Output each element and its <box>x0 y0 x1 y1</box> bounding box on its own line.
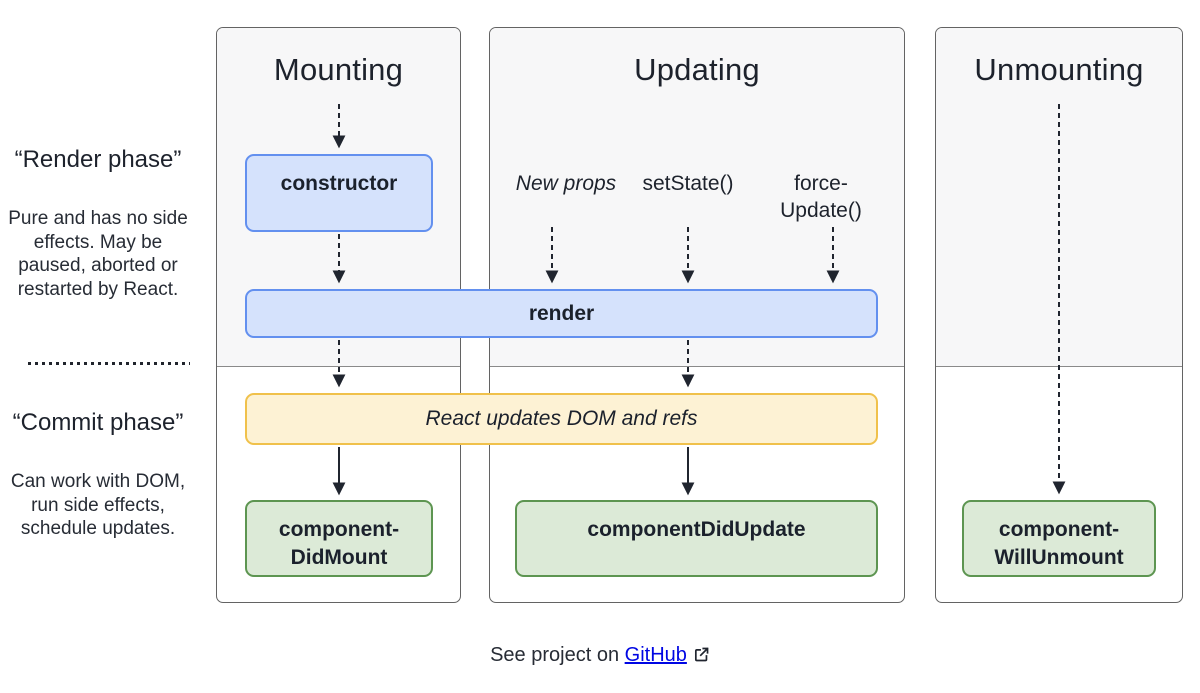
column-title-mounting: Mounting <box>273 52 404 87</box>
box-component-will-unmount: component- WillUnmount <box>962 500 1156 577</box>
footer-text: See project on <box>490 644 620 666</box>
phase-divider <box>28 362 190 365</box>
external-link-icon[interactable] <box>693 646 710 669</box>
commit-phase-title: “Commit phase” <box>12 409 184 436</box>
box-render: render <box>245 289 878 338</box>
github-link[interactable]: GitHub <box>624 644 687 666</box>
render-phase-description: Pure and has no side effects. May be pau… <box>8 208 188 300</box>
commit-phase-description: Can work with DOM, run side ef­fects, sc… <box>10 471 186 539</box>
footer: See project on GitHub <box>0 644 1200 669</box>
render-phase-title: “Render phase” <box>14 146 182 173</box>
box-component-did-mount: component- DidMount <box>245 500 433 577</box>
box-react-updates-dom: React updates DOM and refs <box>245 393 878 445</box>
column-title-updating: Updating <box>634 52 760 87</box>
trigger-new-props: New props <box>515 172 617 195</box>
column-title-unmounting: Unmounting <box>974 52 1144 87</box>
box-component-did-update: componentDidUpdate <box>515 500 878 577</box>
trigger-force-update: force- Update() <box>780 172 862 222</box>
box-constructor: constructor <box>245 154 433 232</box>
trigger-set-state: setState() <box>642 172 734 195</box>
